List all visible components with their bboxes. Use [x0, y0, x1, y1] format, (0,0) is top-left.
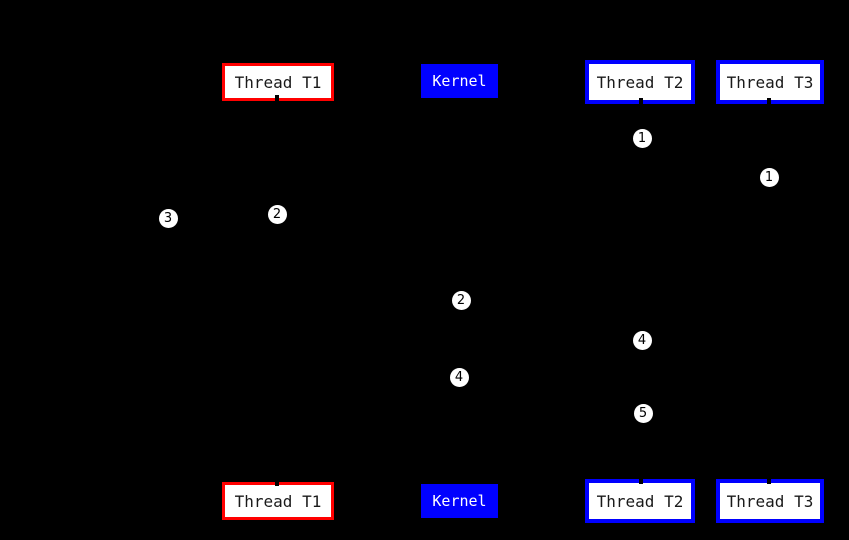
thread-t2-label-top: Thread T2	[596, 72, 684, 92]
kernel-label-bottom: Kernel	[432, 492, 487, 510]
step-marker-4: 4	[632, 330, 652, 350]
lifeline-notch	[639, 98, 643, 105]
step-marker-4: 4	[449, 367, 469, 387]
kernel-box-bottom: Kernel	[421, 484, 498, 518]
step-marker-3: 3	[158, 208, 178, 228]
thread-t3-box-bottom: Thread T3	[716, 479, 824, 523]
kernel-label-top: Kernel	[432, 72, 487, 90]
step-marker-2: 2	[451, 290, 471, 310]
thread-t1-label-bottom: Thread T1	[234, 491, 322, 511]
lifeline-notch	[767, 98, 771, 105]
lifeline-notch	[767, 477, 771, 484]
lifeline-notch	[275, 479, 279, 486]
thread-t2-box-bottom: Thread T2	[585, 479, 695, 523]
lifeline-notch	[275, 95, 279, 102]
thread-t1-box-bottom: Thread T1	[222, 482, 334, 520]
step-marker-5: 5	[633, 403, 653, 423]
thread-t2-label-bottom: Thread T2	[596, 491, 684, 511]
step-marker-2: 2	[267, 204, 287, 224]
step-marker-1: 1	[759, 167, 779, 187]
thread-t3-label-top: Thread T3	[726, 72, 814, 92]
thread-t3-box-top: Thread T3	[716, 60, 824, 104]
thread-t3-label-bottom: Thread T3	[726, 491, 814, 511]
lifeline-notch	[639, 477, 643, 484]
kernel-box-top: Kernel	[421, 64, 498, 98]
step-marker-1: 1	[632, 128, 652, 148]
thread-t1-label-top: Thread T1	[234, 72, 322, 92]
thread-t1-box-top: Thread T1	[222, 63, 334, 101]
